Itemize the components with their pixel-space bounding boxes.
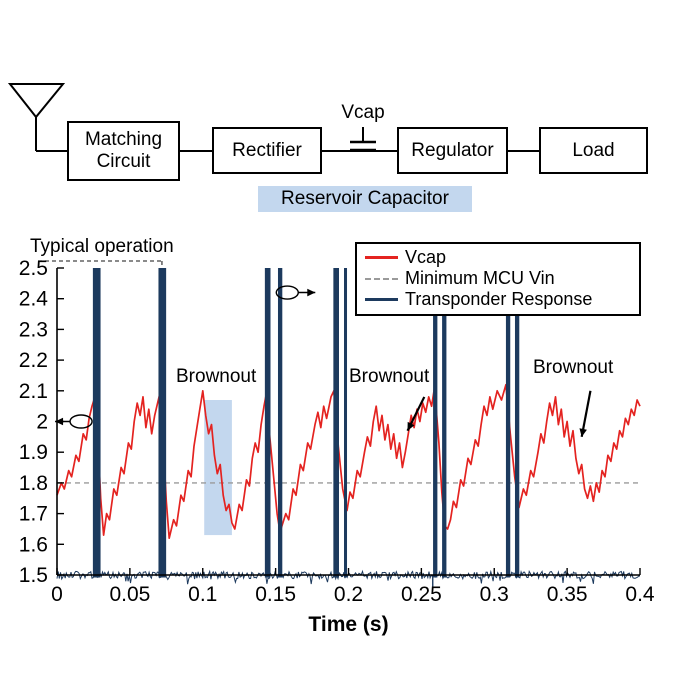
svg-text:1.5: 1.5 [19,564,48,587]
block-regulator: Regulator [397,127,508,174]
svg-text:1.9: 1.9 [19,441,48,464]
min-mcu-vin-line-sample-icon [365,277,398,280]
svg-text:1.7: 1.7 [19,503,48,526]
svg-text:0.35: 0.35 [547,583,588,606]
block-rectifier: Rectifier [212,127,322,174]
brownout-label-3: Brownout [533,357,614,378]
svg-text:1.8: 1.8 [19,472,48,495]
legend-row-min-mcu-vin: Minimum MCU Vin [365,268,633,289]
svg-text:2.3: 2.3 [19,318,48,341]
reservoir-capacitor-label: Reservoir Capacitor [258,186,472,212]
legend-label-min-mcu-vin: Minimum MCU Vin [405,268,555,288]
transponder-line-sample-icon [365,298,398,301]
x-axis-title: Time (s) [308,613,389,636]
svg-text:0.15: 0.15 [255,583,296,606]
svg-text:0.4: 0.4 [625,583,655,606]
legend-label-vcap: Vcap [405,247,447,267]
block-load: Load [539,127,648,174]
chart-plot-area: 1.5 1.6 1.7 1.8 1.9 2 2.1 2.2 2.3 2.4 2.5 0 0.05 0.1 0… [19,257,655,606]
antenna-icon [7,83,67,152]
capacitor-icon [350,127,376,152]
svg-text:2.1: 2.1 [19,380,48,403]
svg-text:0.05: 0.05 [109,583,150,606]
svg-text:2: 2 [36,411,48,434]
legend-row-vcap: Vcap [365,247,633,268]
svg-text:0.3: 0.3 [480,583,509,606]
vcap-label: Vcap [341,102,385,123]
typical-operation-label: Typical operation [30,236,174,257]
legend-row-transponder: Transponder Response [365,289,633,310]
brownout-label-1: Brownout [176,366,257,387]
brownout-label-2: Brownout [349,366,430,387]
legend-label-transponder: Transponder Response [405,289,593,309]
vcap-line-sample-icon [365,256,398,259]
chart-legend: Vcap Minimum MCU Vin Transponder Respons… [355,242,641,316]
svg-text:0: 0 [51,583,63,606]
svg-text:2.4: 2.4 [19,288,49,311]
svg-text:1.6: 1.6 [19,533,48,556]
svg-text:0.25: 0.25 [401,583,442,606]
block-matching-circuit: Matching Circuit [67,121,180,181]
svg-text:2.2: 2.2 [19,349,48,372]
svg-text:0.1: 0.1 [188,583,217,606]
svg-text:0.2: 0.2 [334,583,363,606]
svg-text:2.5: 2.5 [19,257,48,280]
